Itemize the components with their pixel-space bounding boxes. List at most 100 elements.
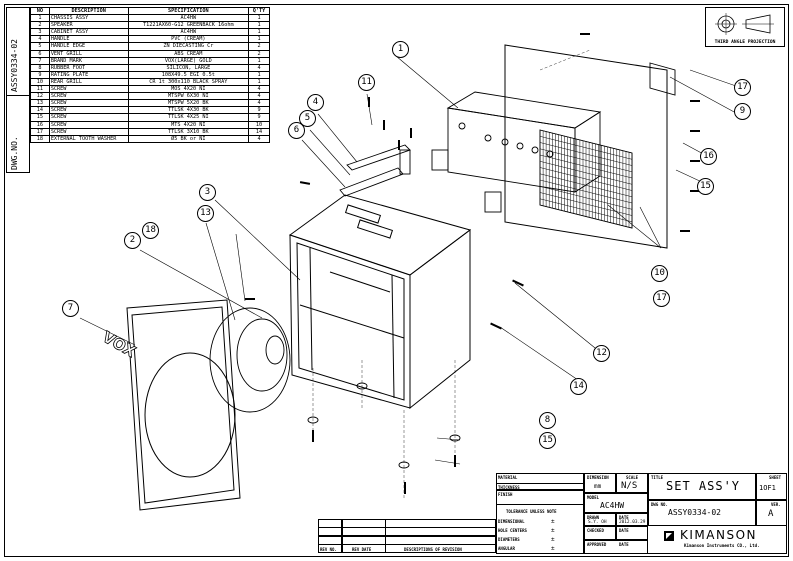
third-angle-projection-icon [715, 13, 774, 35]
pm-angular: ± [551, 545, 555, 552]
front-baffle-panel [126, 299, 241, 511]
rating-plate [649, 62, 676, 96]
balloon-14: 14 [570, 378, 587, 395]
bom-header-specification: SPECIFICATION [127, 6, 250, 16]
bom-cell-specification: MTSPW 6X30 NI [127, 92, 250, 101]
bom-cell-specification: VOX(LARGE) GOLD [127, 56, 250, 65]
balloon-2: 2 [124, 232, 141, 249]
sheet-value: 1OF1 [759, 484, 776, 492]
tolerance-label: TOLERANCE UNLESS NOTE [506, 509, 557, 514]
balloon-10: 10 [651, 265, 668, 282]
bom-cell-specification: SILICON, LARGE [127, 63, 250, 72]
bom-cell-qty: 1 [248, 35, 270, 44]
bom-cell-specification: MTSPW 5X20 BK [127, 99, 250, 108]
scale-label: SCALE [626, 475, 639, 480]
rev-no-label: REV NO. [320, 547, 337, 552]
balloon-15: 15 [697, 178, 714, 195]
speaker [209, 307, 291, 413]
approved-date-label: DATE [619, 542, 629, 547]
bom-cell-specification: MTS 4X20 NI [127, 120, 250, 129]
angular-label: ANGULAR [498, 546, 515, 551]
title-block: MATERIAL THICKNESS FINISH TOLERANCE UNLE… [496, 473, 787, 554]
balloon-18: 18 [142, 222, 159, 239]
balloon-13: 13 [197, 205, 214, 222]
finish-label: FINISH [498, 492, 513, 497]
bom-cell-qty: 1 [248, 21, 270, 30]
leader-lines [79, 55, 737, 465]
approved-label: APPROVED [587, 542, 607, 547]
thickness-label: THICKNESS [498, 485, 520, 490]
balloon-3: 3 [199, 184, 216, 201]
handle [339, 144, 411, 197]
balloon-7: 7 [62, 300, 79, 317]
projection-symbol-box: THIRD ANGLE PROJECTION [705, 7, 785, 47]
bom-cell-qty: 9 [248, 113, 270, 122]
material-label: MATERIAL [498, 475, 518, 480]
rear-grill [539, 129, 633, 229]
cabinet-assembly [288, 194, 472, 410]
bom-cell-specification: PVC (CREAM) [127, 35, 250, 44]
checked-label: CHECKED [587, 528, 604, 533]
bom-cell-qty: 2 [248, 42, 270, 51]
dwg-no-value: ASSY0334-02 [668, 508, 721, 517]
bom-cell-specification: ABS CREAM [127, 49, 250, 58]
dimensional-label: DIMENSIONAL [498, 519, 525, 524]
balloon-8: 8 [539, 412, 556, 429]
bom-cell-specification: T1221AX60-G12 GREENBACK 16ohm [127, 21, 250, 30]
dimension-value: mm [594, 483, 602, 490]
balloon-15-bottom: 15 [539, 432, 556, 449]
drawing-title: SET ASS'Y [666, 479, 741, 493]
bom-header-qty: Q'TY [248, 6, 270, 16]
company-subtitle: Kimanson Instruments CO., Ltd. [684, 543, 760, 548]
date-label: DATE [619, 515, 629, 520]
balloon-12: 12 [593, 345, 610, 362]
bom-cell-qty: 1 [248, 14, 270, 23]
checked-date-label: DATE [619, 528, 629, 533]
balloon-17-bottom: 17 [653, 290, 670, 307]
model-value: AC4HW [600, 501, 625, 510]
bom-cell-specification: AC4HW [127, 14, 250, 23]
balloon-6: 6 [288, 122, 305, 139]
company-name: KIMANSON [680, 528, 757, 542]
balloon-5: 5 [299, 110, 316, 127]
bom-cell-qty: 1 [248, 56, 270, 65]
model-label: MODEL [587, 495, 600, 500]
revision-block: REV NO. REV DATE DESCRIPTIONS OF REVISIO… [318, 519, 496, 553]
chassis-assembly [431, 44, 668, 249]
drawing-number-side-box [6, 7, 30, 173]
bom-cell-qty: 9 [248, 106, 270, 115]
drawing-sheet [4, 4, 789, 557]
bom-cell-specification: ZN DIECASTING Cr [127, 42, 250, 51]
kimanson-logo-icon [664, 531, 674, 541]
rubber-feet [307, 382, 461, 469]
rev-desc-label: DESCRIPTIONS OF REVISION [404, 547, 462, 552]
bom-cell-qty: 10 [248, 120, 270, 129]
bom-cell-specification: Ø5 BK or NI [127, 134, 250, 143]
scale-value: N/S [621, 481, 638, 491]
bom-cell-specification: TTLSK 4X30 BK [127, 106, 250, 115]
drawn-by-value: S.Y. OH [588, 520, 607, 525]
projection-label: THIRD ANGLE PROJECTION [714, 40, 776, 45]
dimension-label: DIMENSION [587, 475, 609, 480]
pm-dimensional: ± [551, 518, 555, 525]
bom-cell-qty: 1 [248, 28, 270, 37]
bom-cell-specification: MOS 4X20 NI [127, 85, 250, 94]
title-label: TITLE [651, 475, 664, 480]
bom-cell-specification: TTLSK 3X10 BK [127, 127, 250, 136]
diameters-label: DIAMETERS [498, 537, 520, 542]
drawn-label: DRAWN [587, 515, 600, 520]
bom-cell-qty: 1 [248, 70, 270, 79]
sheet-label: SHEET [769, 475, 782, 480]
bom-cell-qty: 2 [248, 49, 270, 58]
bom-cell-qty: 4 [248, 92, 270, 101]
